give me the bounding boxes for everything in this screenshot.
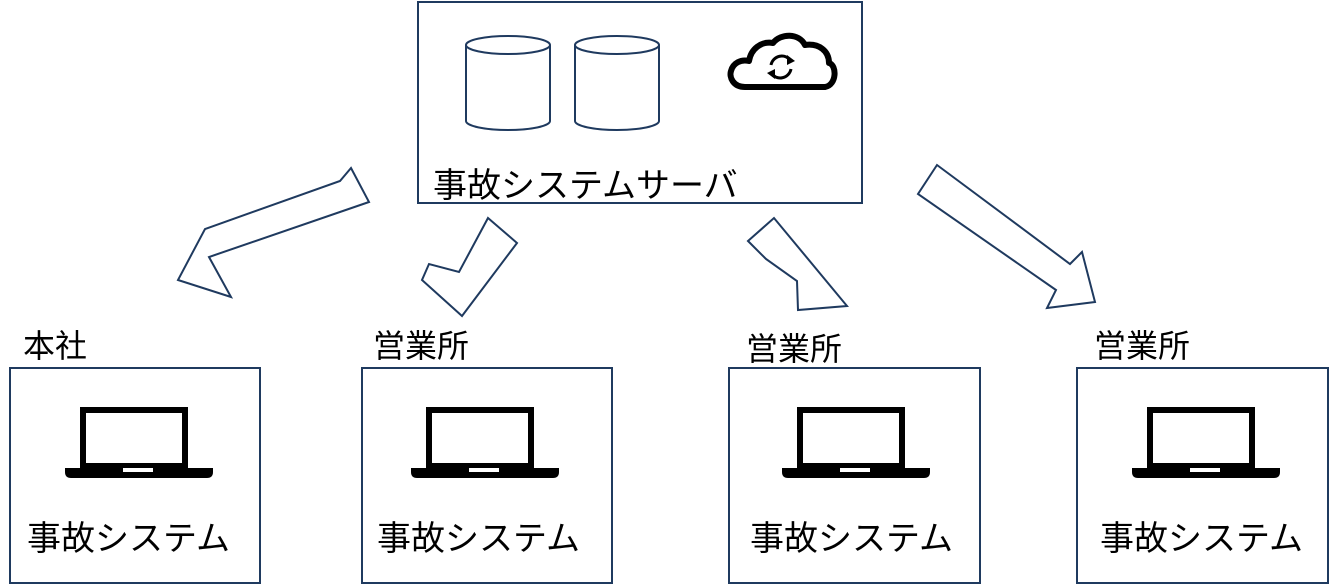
site-system-label: 事故システム: [1100, 519, 1303, 559]
site-system-label: 事故システム: [27, 519, 230, 559]
arrow-to-honsha: [176, 166, 371, 299]
arrow-to-office-3: [916, 163, 1097, 310]
database-icon: [465, 35, 551, 131]
laptop-icon: [65, 407, 213, 478]
site-box-honsha: 事故システム: [9, 367, 261, 584]
server-label: 事故システムサーバ: [433, 166, 738, 206]
site-title: 本社: [23, 327, 88, 365]
cloud-sync-icon: [727, 32, 838, 90]
site-box-office-2: 事故システム: [728, 367, 981, 584]
site-box-office-1: 事故システム: [361, 367, 613, 584]
server-box: 事故システムサーバ: [417, 1, 863, 204]
site-box-office-3: 事故システム: [1076, 367, 1329, 584]
site-system-label: 事故システム: [377, 519, 580, 559]
database-icon: [574, 35, 660, 131]
laptop-icon: [411, 407, 559, 478]
laptop-icon: [782, 407, 930, 478]
arrow-to-office-1: [420, 216, 519, 318]
site-system-label: 事故システム: [750, 519, 953, 559]
laptop-icon: [1132, 407, 1280, 478]
site-title: 営業所: [746, 330, 843, 368]
site-title: 営業所: [373, 327, 470, 365]
arrow-to-office-2: [746, 216, 849, 312]
site-title: 営業所: [1094, 327, 1191, 365]
